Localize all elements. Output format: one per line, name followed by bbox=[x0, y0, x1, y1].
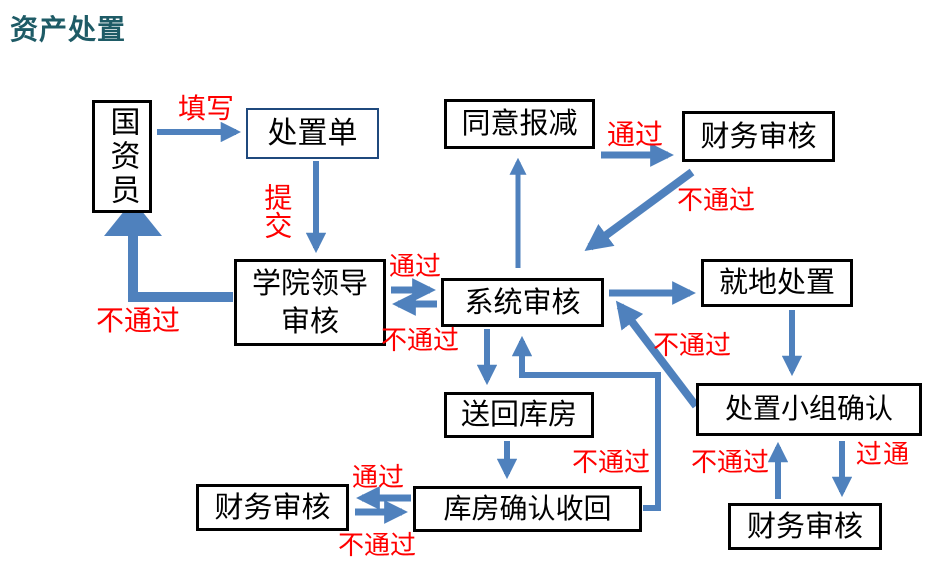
node-return-to-warehouse: 送回库房 bbox=[444, 392, 594, 438]
edge-college-to-clerk bbox=[128, 234, 233, 302]
edge-label-fail-finance-warehouse: 不通过 bbox=[338, 531, 417, 561]
node-disposal-form: 处置单 bbox=[246, 108, 379, 159]
edge-label-fail-to-clerk: 不通过 bbox=[96, 304, 181, 337]
edge-label-fail-finance-team: 不通过 bbox=[691, 448, 770, 478]
edge-label-fill-out: 填写 bbox=[178, 92, 235, 125]
page-title: 资产处置 bbox=[10, 14, 127, 45]
node-disposal-team-confirm: 处置小组确认 bbox=[696, 383, 922, 436]
node-finance-review-top: 财务审核 bbox=[682, 111, 835, 162]
node-finance-review-bottom-right: 财务审核 bbox=[728, 503, 882, 550]
edge-label-pass-writeoff: 通过 bbox=[607, 118, 664, 151]
edge-label-submit: 提交 bbox=[260, 183, 294, 239]
node-onsite-disposal: 就地处置 bbox=[701, 259, 853, 307]
edge-label-pass-college: 通过 bbox=[389, 252, 442, 282]
edge-label-fail-system-college: 不通过 bbox=[381, 326, 460, 356]
edge-college-to-clerk-head bbox=[104, 200, 162, 236]
node-approve-writeoff: 同意报减 bbox=[444, 99, 595, 149]
node-state-asset-clerk: 国资员 bbox=[92, 100, 152, 213]
edge-label-fail-team-system: 不通过 bbox=[653, 331, 732, 361]
node-college-leader-review: 学院领导 审核 bbox=[234, 259, 386, 346]
edge-finance-to-system bbox=[584, 168, 695, 252]
node-system-review: 系统审核 bbox=[441, 278, 604, 327]
edge-label-pass-team-finance: 通 过 bbox=[851, 440, 909, 466]
node-warehouse-confirm: 库房确认收回 bbox=[413, 486, 642, 532]
edge-label-pass-warehouse-finance: 通过 bbox=[352, 463, 405, 493]
edge-warehouse-to-system bbox=[511, 335, 661, 511]
node-finance-review-bottom-left: 财务审核 bbox=[196, 484, 349, 531]
edge-team-to-system bbox=[615, 300, 700, 409]
edge-label-fail-finance-top: 不通过 bbox=[677, 186, 756, 216]
edge-label-fail-warehouse-system: 不通过 bbox=[572, 448, 651, 478]
